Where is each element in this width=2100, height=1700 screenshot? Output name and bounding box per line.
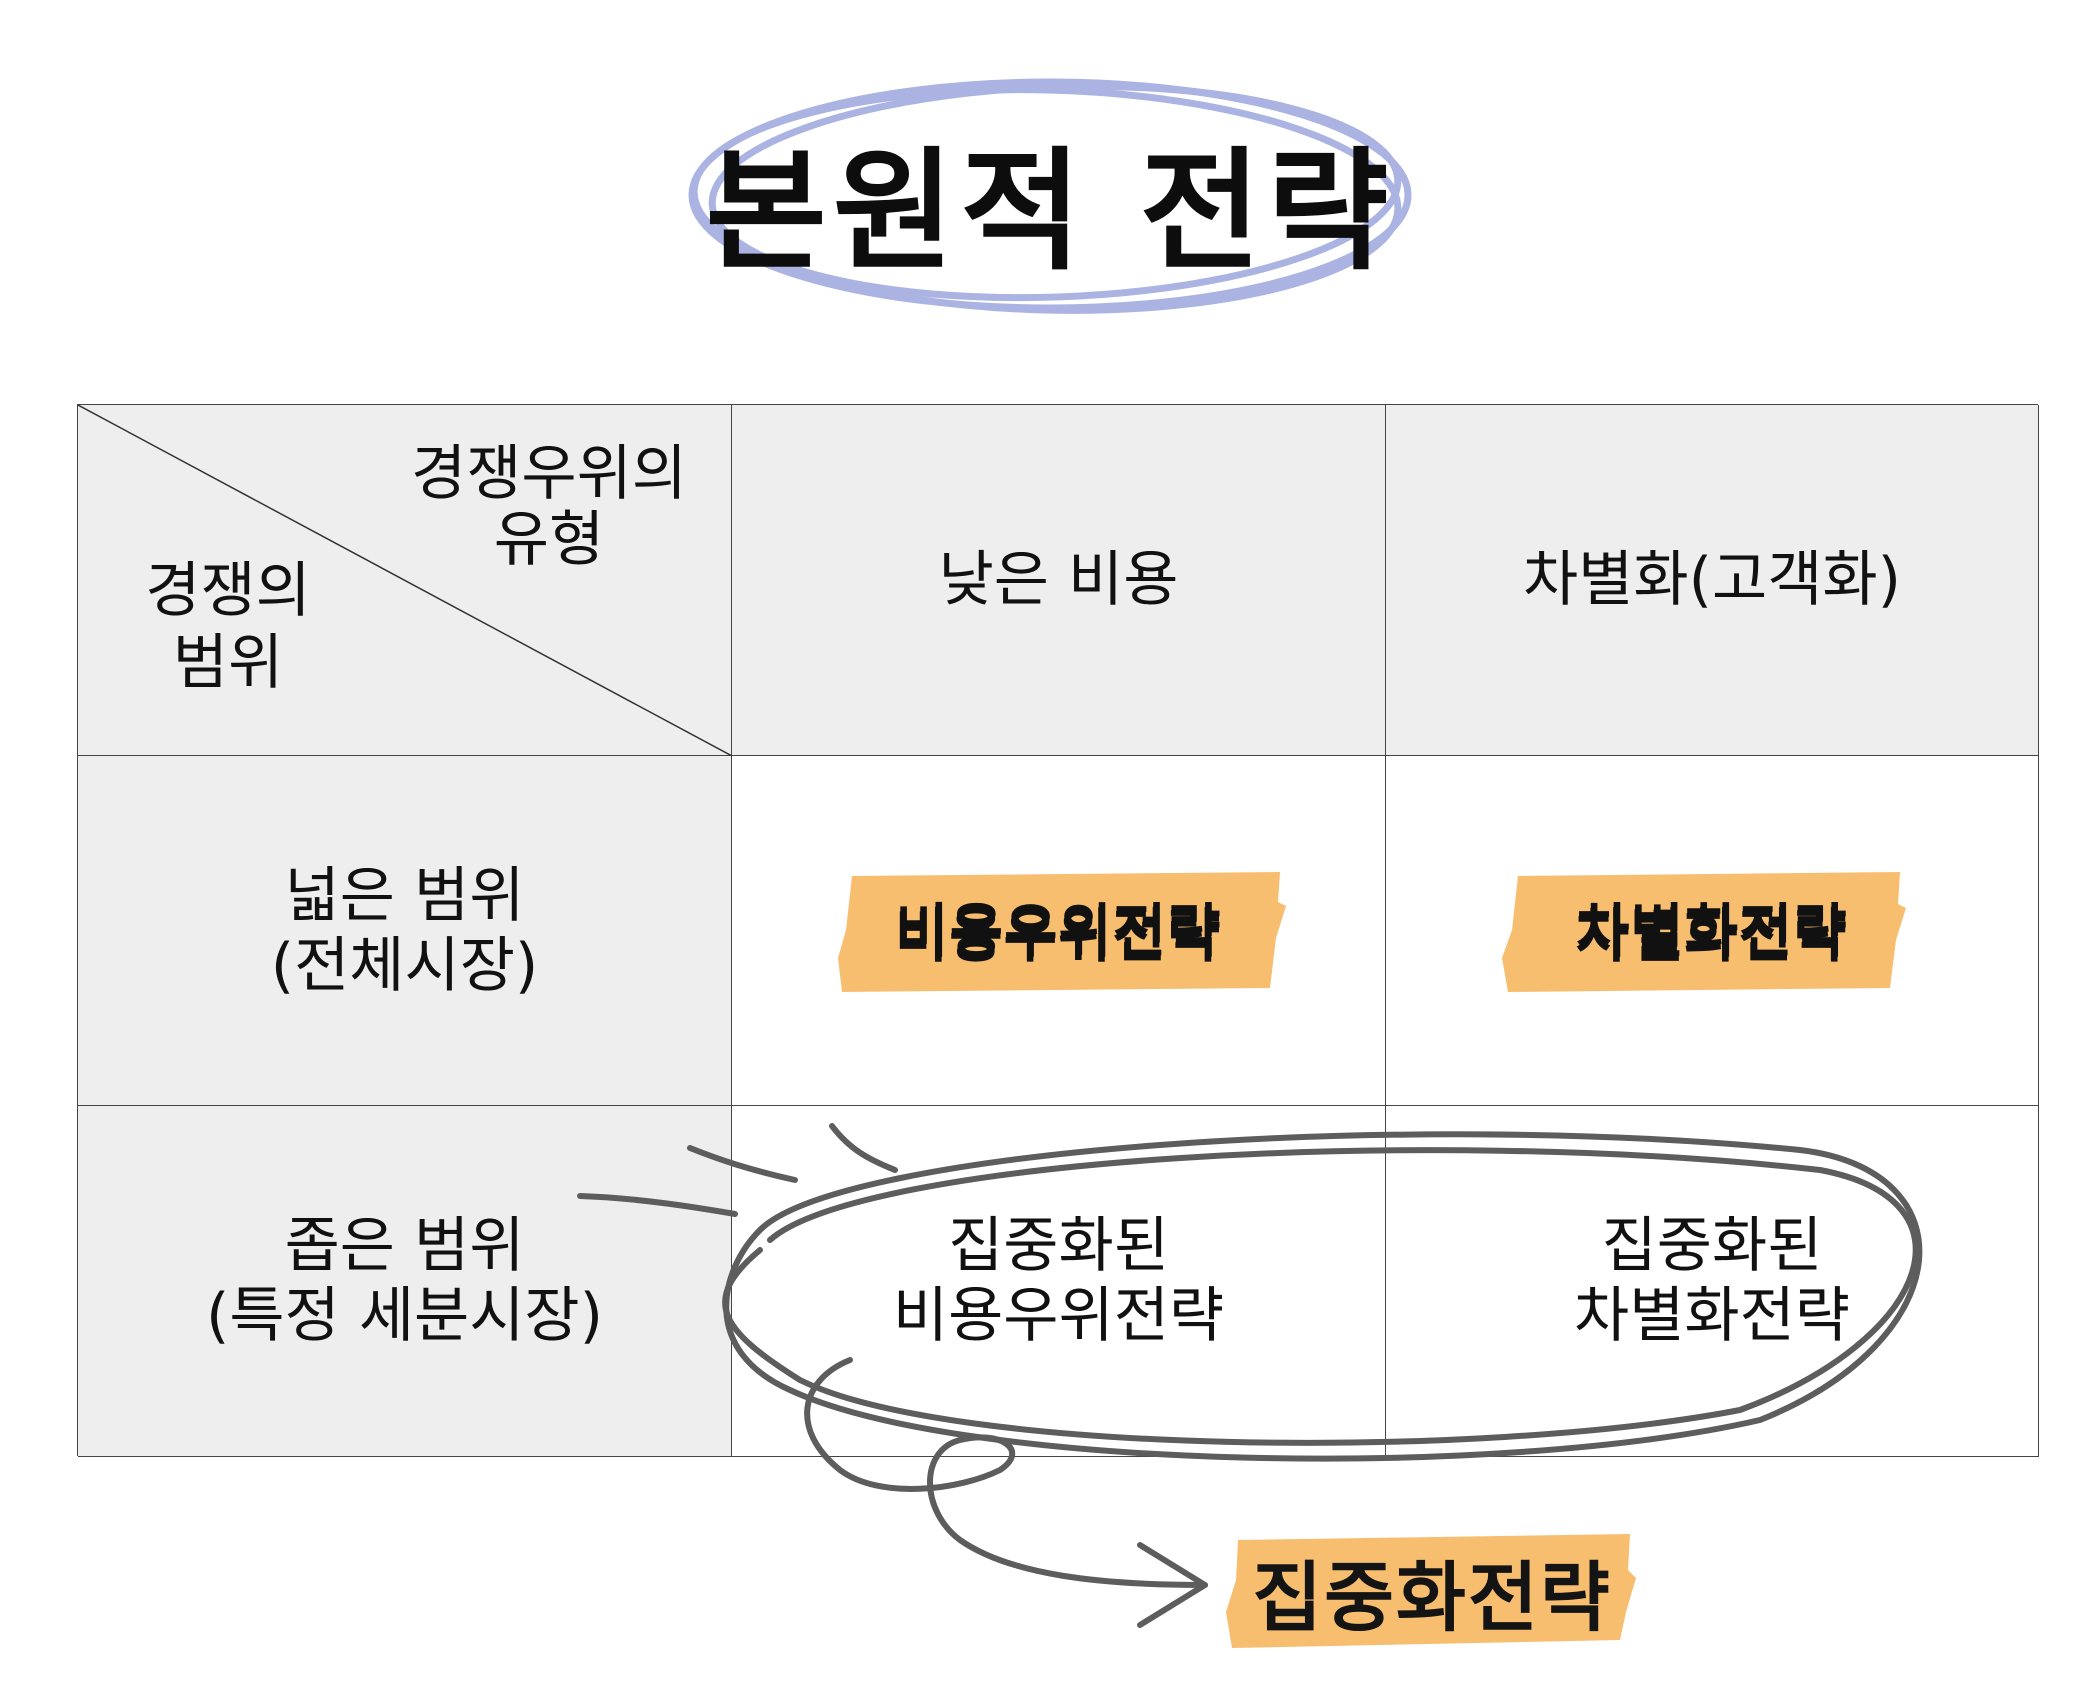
corner-top-label: 경쟁우위의 유형 (411, 439, 687, 575)
strategy-label-line1: 집중화된 (1601, 1211, 1823, 1281)
strategy-label-line2: 비용우위전략 (892, 1281, 1225, 1351)
highlight-label-cost-front: 비용우위전략 (731, 756, 1385, 1106)
matrix-corner-cell: 경쟁우위의 유형 경쟁의 범위 (78, 405, 732, 756)
column-header-label: 낮은 비용 (938, 545, 1179, 615)
row-header-line1: 넓은 범위 (284, 860, 525, 931)
corner-bottom-label: 경쟁의 범위 (145, 556, 311, 698)
highlight-label-diff-front: 차별화전략 (1385, 756, 2038, 1106)
column-header-low-cost: 낮은 비용 (732, 405, 1386, 756)
column-header-differentiation: 차별화(고객화) (1386, 405, 2039, 756)
strategy-label-front: 비용우위전략 (894, 902, 1222, 970)
column-header-label: 차별화(고객화) (1522, 545, 1902, 615)
row-header-line1: 좁은 범위 (284, 1211, 525, 1281)
row-header-broad: 넓은 범위 (전체시장) (78, 756, 732, 1106)
cell-focused-differentiation: 집중화된 차별화전략 (1386, 1106, 2039, 1457)
corner-diagonal (78, 405, 732, 756)
result-strategy-label: 집중화전략 (1252, 1553, 1612, 1642)
title-ring (688, 78, 1412, 314)
strategy-label-line1: 집중화된 (948, 1211, 1169, 1281)
row-header-line2: (전체시장) (270, 930, 539, 1001)
row-header-narrow: 좁은 범위 (특정 세분시장) (78, 1106, 732, 1457)
strategy-label-line2: 차별화전략 (1574, 1281, 1850, 1351)
strategy-label-front: 차별화전략 (1575, 902, 1848, 970)
cell-focused-cost: 집중화된 비용우위전략 (732, 1106, 1386, 1457)
page-title: 본원적 전략 (705, 134, 1395, 289)
row-header-line2: (특정 세분시장) (205, 1281, 604, 1351)
